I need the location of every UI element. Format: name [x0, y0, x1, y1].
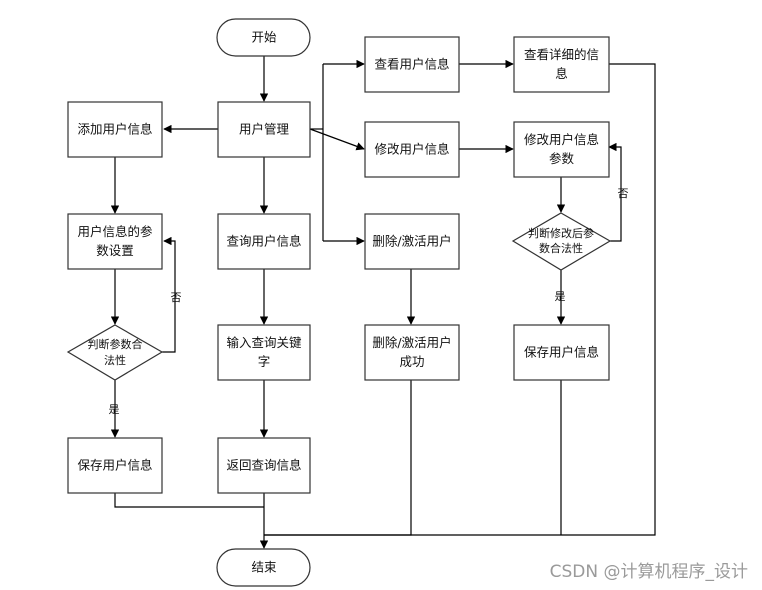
- svg-text:删除/激活用户: 删除/激活用户: [372, 234, 451, 249]
- svg-text:判断参数合: 判断参数合: [88, 337, 143, 351]
- svg-text:参数: 参数: [549, 151, 575, 166]
- svg-text:成功: 成功: [399, 354, 424, 369]
- svg-text:修改用户信息: 修改用户信息: [374, 142, 449, 157]
- connectors: [110, 56, 656, 549]
- svg-text:字: 字: [258, 354, 271, 369]
- svg-text:查看用户信息: 查看用户信息: [374, 57, 449, 72]
- svg-text:息: 息: [555, 66, 568, 81]
- modify-param-box: 修改用户信息 参数: [513, 121, 610, 178]
- svg-text:判断修改后参: 判断修改后参: [528, 226, 594, 240]
- svg-text:保存用户信息: 保存用户信息: [77, 458, 152, 473]
- save-user-right-box: 保存用户信息: [513, 324, 610, 381]
- check-param-diamond: 判断参数合 法性: [66, 324, 164, 381]
- svg-text:删除/激活用户: 删除/激活用户: [372, 335, 451, 350]
- view-detail-box: 查看详细的信 息: [513, 36, 610, 93]
- left-yes-label: 是: [109, 403, 120, 416]
- svg-text:法性: 法性: [104, 353, 126, 367]
- input-keyword-box: 输入查询关键 字: [217, 324, 311, 381]
- svg-text:修改用户信息: 修改用户信息: [524, 132, 599, 147]
- modify-user-box: 修改用户信息: [364, 121, 460, 178]
- svg-text:添加用户信息: 添加用户信息: [77, 122, 152, 137]
- watermark: CSDN @计算机程序_设计: [549, 562, 748, 582]
- svg-text:查看详细的信: 查看详细的信: [524, 47, 599, 62]
- svg-text:数设置: 数设置: [96, 243, 134, 258]
- param-setting-box: 用户信息的参 数设置: [67, 213, 163, 270]
- view-user-box: 查看用户信息: [364, 36, 460, 93]
- svg-text:结束: 结束: [251, 560, 277, 575]
- svg-text:用户管理: 用户管理: [239, 122, 290, 137]
- save-user-left-box: 保存用户信息: [67, 437, 163, 494]
- query-user-box: 查询用户信息: [217, 213, 311, 270]
- right-yes-label: 是: [555, 290, 566, 303]
- svg-text:数合法性: 数合法性: [539, 241, 583, 255]
- return-query-box: 返回查询信息: [217, 437, 311, 494]
- svg-text:保存用户信息: 保存用户信息: [524, 345, 599, 360]
- svg-text:返回查询信息: 返回查询信息: [226, 458, 301, 473]
- end-node: 结束: [216, 548, 311, 587]
- svg-text:查询用户信息: 查询用户信息: [226, 234, 301, 249]
- start-node: 开始: [216, 18, 311, 57]
- svg-text:用户信息的参: 用户信息的参: [77, 224, 153, 239]
- left-no-label: 否: [171, 291, 182, 304]
- delete-activate-box: 删除/激活用户: [364, 213, 460, 270]
- check-modify-diamond: 判断修改后参 数合法性: [511, 212, 612, 271]
- svg-text:开始: 开始: [251, 30, 277, 45]
- user-mgmt-box: 用户管理: [217, 101, 311, 158]
- right-no-label: 否: [618, 187, 629, 200]
- add-user-box: 添加用户信息: [67, 101, 163, 158]
- svg-text:输入查询关键: 输入查询关键: [226, 335, 302, 350]
- delete-success-box: 删除/激活用户 成功: [364, 324, 460, 381]
